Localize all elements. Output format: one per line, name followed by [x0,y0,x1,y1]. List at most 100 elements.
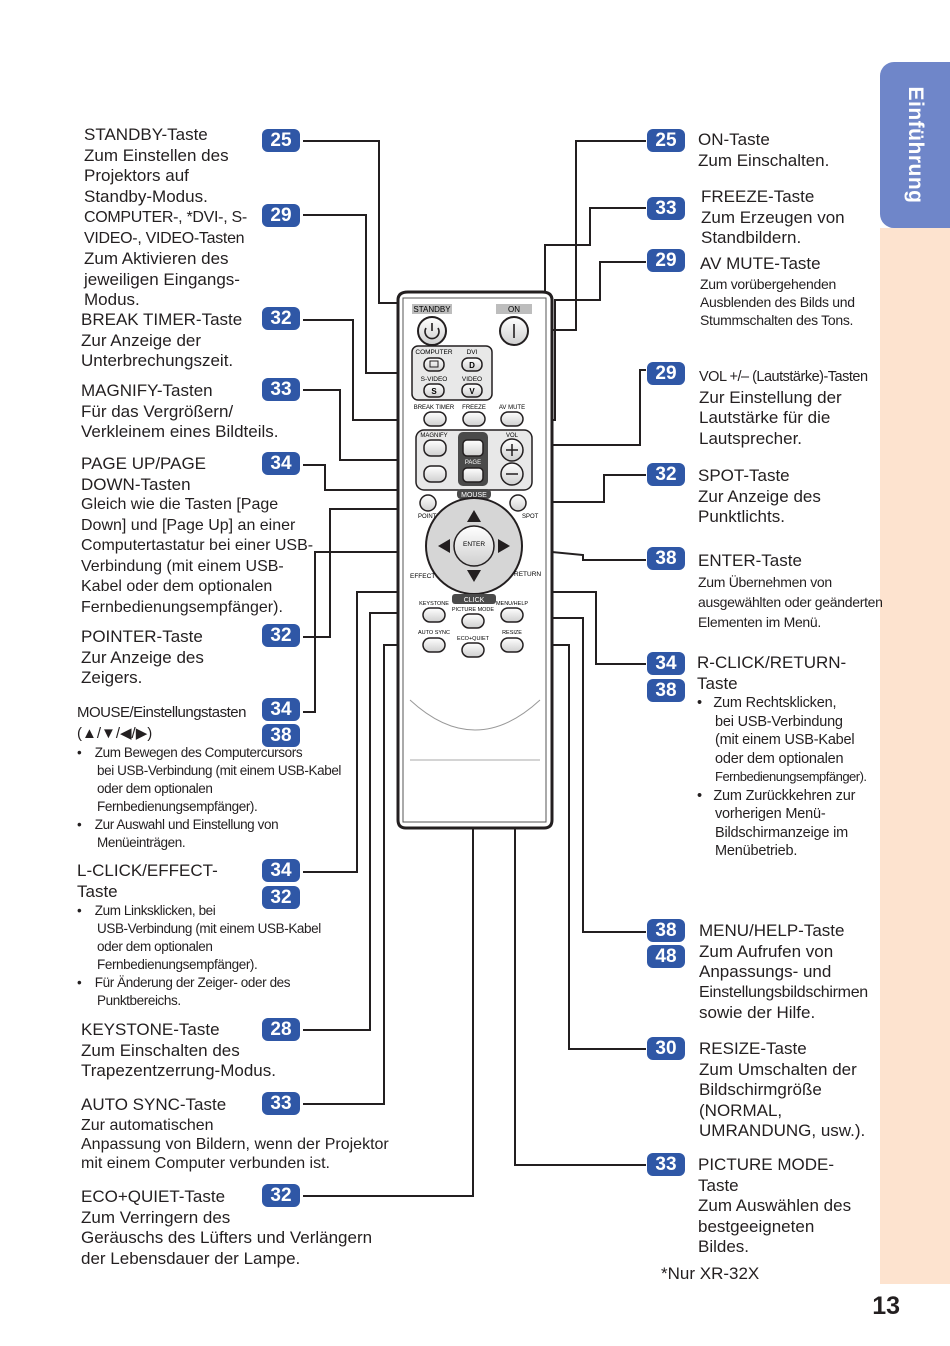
dvi-key-letter: D [469,361,475,370]
callout-title: Taste [77,881,118,901]
bullet-cont: Fernbedienungsempfänger). [97,799,258,814]
callout-title: RESIZE-Taste [699,1039,807,1058]
page-ref-badge[interactable]: 32 [262,1184,300,1207]
callout-line: Zum Einschalten des [81,1040,240,1060]
page-ref-badge[interactable]: 30 [647,1037,685,1060]
bullet-cont: Menübetrieb. [715,843,798,859]
callout-title: (▲/▼/◀/▶) [77,724,153,742]
rclick-callout: R-CLICK/RETURN- Taste • Zum Rechtsklicke… [697,653,867,861]
callout-line: Zur automatischen [81,1116,214,1134]
callout-title: MAGNIFY-Tasten [81,381,213,400]
bullet-text: Für Änderung der Zeiger- oder des [94,975,291,990]
av-mute-button [500,411,524,427]
bullet-cont: Fernbedienungsempfänger). [97,957,258,972]
effect-label: EFFECT [410,573,435,580]
callout-title: PAGE UP/PAGE [81,454,207,473]
callout-line: Verbindung (mit einem USB- [81,557,284,575]
break-timer-label: BREAK TIMER [414,405,455,411]
page-ref-badge[interactable]: 33 [262,1092,300,1115]
page-ref-badge[interactable]: 32 [262,624,300,647]
page-ref-badge[interactable]: 32 [262,307,300,330]
computer-callout: COMPUTER-, *DVI-, S- VIDEO-, VIDEO-Taste… [84,208,247,311]
callout-line: Für das Vergrößern/ [81,401,234,421]
leader-vol [525,369,646,446]
page-ref-badge[interactable]: 25 [647,129,685,152]
eco-callout: ECO+QUIET-Taste Zum Verringern des Geräu… [81,1187,372,1269]
callout-bullet: • Zum Linksklicken, bei [77,903,216,918]
picture-mode-label: PICTURE MODE [452,607,495,613]
page-ref-badge[interactable]: 38 [647,547,685,570]
page-ref-badge[interactable]: 25 [262,129,300,152]
section-tab[interactable]: Einführung [880,62,950,228]
video-button [461,383,483,398]
callout-line: Zum Umschalten der [699,1059,857,1079]
leader-spot [520,474,646,503]
page-ref-badge[interactable]: 33 [647,197,685,220]
av-mute-label: AV MUTE [499,405,525,411]
callout-line: Stummschalten des Tons. [700,311,854,328]
callout-title: MENU/HELP-Taste [699,921,845,940]
page-ref-badge[interactable]: 32 [262,886,300,909]
callout-title: AUTO SYNC-Taste [81,1095,227,1114]
page-ref-badge[interactable]: 38 [647,679,685,702]
callout-line: sowie der Hilfe. [699,1003,816,1022]
eco-quiet-label: ECO+QUIET [457,636,490,642]
page-ref-badge[interactable]: 38 [647,919,685,942]
enter-button [453,525,495,567]
dvi-label: DVI [467,349,478,356]
page-ref-badge[interactable]: 34 [647,652,685,675]
leader-pointer [303,508,420,638]
bullet-cont: Punktbereichs. [97,993,181,1008]
page-ref-badge[interactable]: 29 [262,204,300,227]
page-ref-badge[interactable]: 29 [647,362,685,385]
callout-line: Down] und [Page Up] an einer [81,516,296,534]
video-key-letter: V [469,387,475,396]
page-ref-badge[interactable]: 48 [647,945,685,968]
vol-callout: VOL +/– (Lautstärke)-Tasten Zur Einstell… [699,367,868,449]
bullet-cont: bei USB-Verbindung [715,713,843,730]
menu-help-button [500,607,524,623]
callout-line: UMRANDUNG, usw.). [699,1121,866,1140]
callout-title: STANDBY-Taste [84,125,208,144]
page-ref-badge[interactable]: 33 [262,378,300,401]
leader-eco [303,660,474,1197]
callout-bullet: • Zur Auswahl und Einstellung von [77,817,279,832]
page-ref-badge[interactable]: 34 [262,452,300,475]
lclick-callout: L-CLICK/EFFECT- Taste • Zum Linksklicken… [77,861,321,1010]
page-ref-badge[interactable]: 34 [262,859,300,882]
on-callout: ON-Taste Zum Einschalten. [698,130,829,171]
bullet-cont: oder dem optionalen [715,750,844,767]
callout-line: Zum Verringern des [81,1207,231,1227]
arrow-right-icon [498,539,510,553]
bullet-text: Zum Rechtsklicken, [713,695,837,711]
page-ref-badge[interactable]: 38 [262,724,300,747]
autosync-callout: AUTO SYNC-Taste Zur automatischen Anpass… [81,1095,389,1173]
callout-line: Punktlichts. [698,507,785,526]
callout-line: Modus. [84,290,140,309]
callout-title: COMPUTER-, *DVI-, S- [84,209,247,226]
callout-line: Gleich wie die Tasten [Page [81,496,279,513]
page-ref-badge[interactable]: 29 [647,249,685,272]
page-ref-badge[interactable]: 28 [262,1018,300,1041]
page-ref-badge[interactable]: 33 [647,1153,685,1176]
freeze-callout: FREEZE-Taste Zum Erzeugen von Standbilde… [701,187,845,249]
callout-title: ECO+QUIET-Taste [81,1187,226,1206]
dvi-button [461,357,483,372]
auto-sync-label: AUTO SYNC [418,630,450,636]
callout-title: PICTURE MODE- [698,1155,834,1174]
leader-keystone [303,612,420,1031]
callout-title: VIDEO-, VIDEO-Tasten [84,229,245,247]
callout-line: Elementen im Menü. [698,613,821,630]
callout-line: Zeigers. [81,668,143,687]
bullet-cont: oder dem optionalen [97,939,213,954]
callout-title: MOUSE/Einstellungstasten [77,704,246,721]
bullet-cont: (mit einem USB-Kabel [715,732,855,748]
callout-bullet: • Zum Zurückkehren zur [697,787,856,804]
break-timer-callout: BREAK TIMER-Taste Zur Anzeige der Unterb… [81,310,242,372]
keystone-label: KEYSTONE [419,601,449,607]
callout-line: Unterbrechungszeit. [81,351,234,370]
page-ref-badge[interactable]: 34 [262,698,300,721]
callout-title: ON-Taste [698,130,770,149]
page-ref-badge[interactable]: 32 [647,463,685,486]
eco-quiet-button [461,642,485,658]
